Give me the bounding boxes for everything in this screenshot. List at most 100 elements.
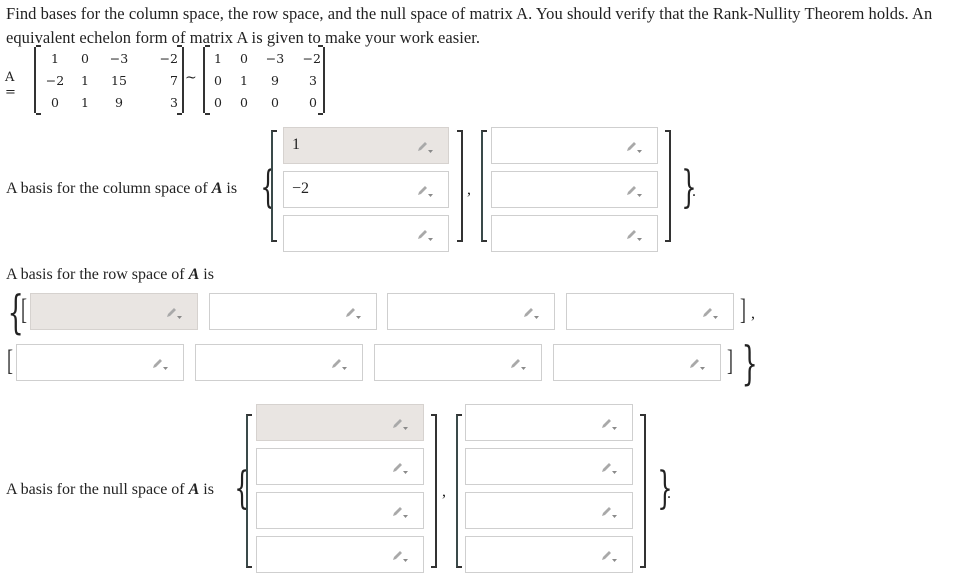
column-vector-2-entry-1[interactable] (491, 127, 658, 164)
column-vector-1-entry-3[interactable] (283, 215, 449, 252)
matrix-cell: −3 (265, 50, 285, 66)
row-vector-2-entry-2[interactable] (195, 344, 363, 381)
pencil-dropdown-icon[interactable] (166, 306, 182, 320)
pencil-dropdown-icon[interactable] (417, 228, 433, 242)
left-bracket (246, 414, 252, 568)
right-bracket (431, 414, 437, 568)
pencil-dropdown-icon[interactable] (152, 357, 168, 371)
row-vector-1-entry-4[interactable] (566, 293, 734, 330)
label-text: A basis for the row space of (6, 266, 189, 283)
matrix-cell: 9 (271, 72, 279, 88)
null-vector-1-entry-4[interactable] (256, 536, 424, 573)
left-bracket (271, 130, 277, 242)
matrix-cell: 3 (170, 94, 178, 110)
matrix-cell: 9 (115, 94, 123, 110)
left-bracket: [ (21, 293, 27, 326)
matrix-cell: 0 (271, 94, 279, 110)
matrix-cell: 1 (81, 94, 89, 110)
close-brace: } (741, 336, 758, 390)
label-text: A basis for the column space of (6, 180, 212, 197)
null-vector-2-entry-4[interactable] (465, 536, 633, 573)
null-vector-2-entry-2[interactable] (465, 448, 633, 485)
problem-line-1: Find bases for the column space, the row… (6, 4, 933, 23)
row-vector-1-entry-1[interactable] (30, 293, 198, 330)
matrix-cell: 0 (51, 94, 59, 110)
right-bracket (665, 130, 671, 242)
left-bracket: [ (7, 344, 13, 377)
pencil-dropdown-icon[interactable] (345, 306, 361, 320)
vector-separator: , (442, 483, 446, 500)
matrix-cell: −3 (109, 50, 129, 66)
open-brace: { (234, 463, 250, 514)
pencil-dropdown-icon[interactable] (392, 549, 408, 563)
matrix-variable: A (188, 481, 200, 498)
pencil-dropdown-icon[interactable] (601, 505, 617, 519)
column-vector-2-entry-2[interactable] (491, 171, 658, 208)
pencil-dropdown-icon[interactable] (523, 306, 539, 320)
matrix-variable: A (211, 180, 223, 197)
open-brace: { (7, 285, 24, 339)
label-text: is (222, 180, 238, 197)
terminator: . (692, 183, 696, 200)
row-space-label: A basis for the row space of A is (6, 266, 214, 284)
column-vector-1-entry-2[interactable]: −2 (283, 171, 449, 208)
field-value: −2 (292, 180, 310, 197)
pencil-dropdown-icon[interactable] (626, 184, 642, 198)
label-text: A basis for the null space of (6, 481, 189, 498)
null-vector-2-entry-1[interactable] (465, 404, 633, 441)
column-vector-1-entry-1[interactable]: 1 (283, 127, 449, 164)
problem-statement: Find bases for the column space, the row… (6, 2, 932, 50)
pencil-dropdown-icon[interactable] (689, 357, 705, 371)
matrix-cell: 1 (240, 72, 248, 88)
row-vector-2-entry-4[interactable] (553, 344, 721, 381)
pencil-dropdown-icon[interactable] (331, 357, 347, 371)
matrix-cell: 0 (309, 94, 317, 110)
field-value: 1 (292, 136, 300, 153)
vector-separator: , (751, 305, 755, 322)
matrix-cell: 0 (240, 94, 248, 110)
right-bracket: ] (727, 344, 733, 377)
null-vector-1-entry-1[interactable] (256, 404, 424, 441)
pencil-dropdown-icon[interactable] (702, 306, 718, 320)
pencil-dropdown-icon[interactable] (510, 357, 526, 371)
label-text: is (199, 481, 214, 498)
matrix-cell: 0 (240, 50, 248, 66)
column-vector-2-entry-3[interactable] (491, 215, 658, 252)
row-vector-1-entry-2[interactable] (209, 293, 377, 330)
pencil-dropdown-icon[interactable] (626, 228, 642, 242)
row-vector-2-entry-1[interactable] (16, 344, 184, 381)
pencil-dropdown-icon[interactable] (601, 549, 617, 563)
label-text: is (199, 266, 214, 283)
left-bracket (456, 414, 462, 568)
null-space-label: A basis for the null space of A is (6, 481, 214, 499)
pencil-dropdown-icon[interactable] (601, 461, 617, 475)
problem-line-2: equivalent echelon form of matrix A is g… (6, 28, 481, 47)
null-vector-2-entry-3[interactable] (465, 492, 633, 529)
pencil-dropdown-icon[interactable] (626, 140, 642, 154)
column-space-label: A basis for the column space of A is (6, 180, 237, 198)
pencil-dropdown-icon[interactable] (392, 417, 408, 431)
terminator: . (667, 485, 671, 502)
pencil-dropdown-icon[interactable] (417, 140, 433, 154)
matrix-cell: 0 (214, 72, 222, 88)
matrix-cell: 3 (309, 72, 317, 88)
pencil-dropdown-icon[interactable] (392, 505, 408, 519)
matrix-cell: 1 (51, 50, 59, 66)
null-vector-1-entry-2[interactable] (256, 448, 424, 485)
matrix-cell: −2 (159, 50, 178, 66)
pencil-dropdown-icon[interactable] (392, 461, 408, 475)
matrix-cell: −2 (302, 50, 321, 66)
right-bracket (640, 414, 646, 568)
null-vector-1-entry-3[interactable] (256, 492, 424, 529)
row-equivalence-tilde: ~ (185, 70, 197, 86)
matrix-cell: 1 (214, 50, 222, 66)
pencil-dropdown-icon[interactable] (417, 184, 433, 198)
row-vector-2-entry-3[interactable] (374, 344, 542, 381)
matrix-cell: 0 (81, 50, 89, 66)
pencil-dropdown-icon[interactable] (601, 417, 617, 431)
close-brace: } (681, 162, 697, 213)
row-vector-1-entry-3[interactable] (387, 293, 555, 330)
left-bracket (481, 130, 487, 242)
